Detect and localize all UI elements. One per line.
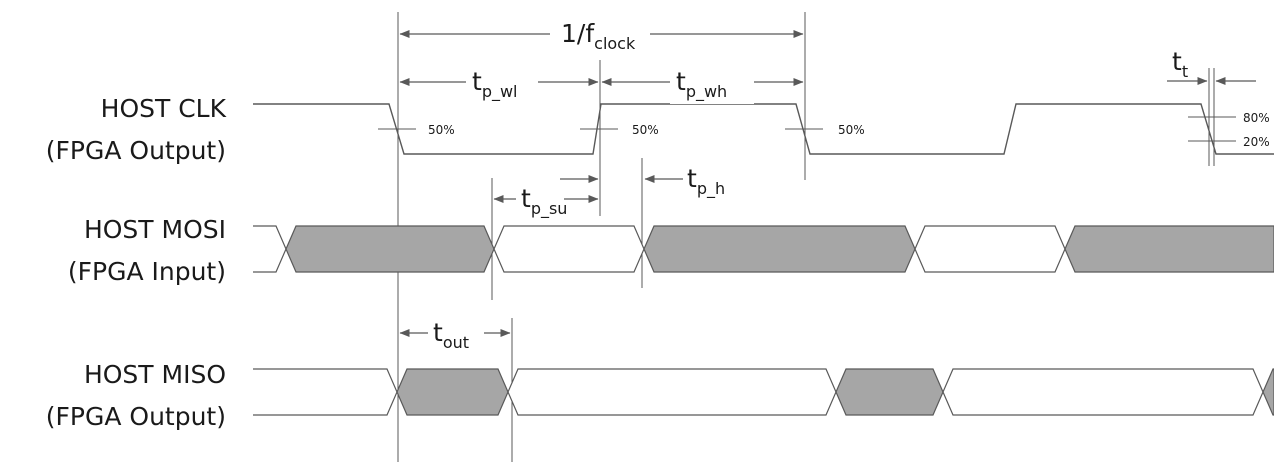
mosi-segment-1 xyxy=(285,225,495,273)
tp-h-sub: p_h xyxy=(697,179,725,199)
tout-sub: out xyxy=(443,333,469,352)
miso-segment-4 xyxy=(942,368,1264,416)
mosi-segment-2 xyxy=(493,225,645,273)
tp-h-label: tp_h xyxy=(687,164,725,199)
signal-label-clk: HOST CLK (FPGA Output) xyxy=(46,94,227,165)
tp-wh-main: t xyxy=(676,67,686,96)
miso-direction: (FPGA Output) xyxy=(46,402,226,431)
tp-wh-sub: p_wh xyxy=(686,82,727,102)
tt-label: tt xyxy=(1172,47,1188,81)
miso-name: HOST MISO xyxy=(84,360,226,389)
tp-wl-sub: p_wl xyxy=(482,82,518,102)
tp-wl-main: t xyxy=(472,67,482,96)
miso-segment-1 xyxy=(396,368,509,416)
miso-segment-3 xyxy=(835,368,944,416)
mosi-bus xyxy=(253,225,1274,273)
miso-bus xyxy=(253,368,1274,416)
mosi-direction: (FPGA Input) xyxy=(68,257,226,286)
tp-wl-label-bg xyxy=(466,64,538,104)
signal-label-miso: HOST MISO (FPGA Output) xyxy=(46,360,226,431)
tp-su-main: t xyxy=(521,184,531,213)
clk-50-label-3: 50% xyxy=(838,123,865,137)
tp-wl-label: tp_wl xyxy=(472,67,518,102)
period-main: 1/f xyxy=(561,19,595,48)
clk-name: HOST CLK xyxy=(101,94,227,123)
tp-wh-label-bg xyxy=(670,64,754,104)
mosi-segment-4 xyxy=(914,225,1066,273)
tp-h-main: t xyxy=(687,164,697,193)
tp-wh-label: tp_wh xyxy=(676,67,727,102)
tp-su-label: tp_su xyxy=(521,184,567,219)
clk-50-label-1: 50% xyxy=(428,123,455,137)
miso-segment-2 xyxy=(507,368,837,416)
period-label: 1/fclock xyxy=(561,19,636,53)
miso-bus-leadin xyxy=(253,368,398,416)
mosi-name: HOST MOSI xyxy=(84,215,226,244)
tp-su-sub: p_su xyxy=(531,199,568,219)
period-label-bg xyxy=(550,14,650,54)
clk-direction: (FPGA Output) xyxy=(46,136,226,165)
clk-50-label-2: 50% xyxy=(632,123,659,137)
miso-segment-5 xyxy=(1262,368,1274,416)
mosi-bus-leadin xyxy=(253,225,287,273)
tout-label-bg xyxy=(428,314,484,352)
mosi-segment-3 xyxy=(643,225,916,273)
clk-80-label: 80% xyxy=(1243,111,1270,125)
tout-main: t xyxy=(433,318,443,347)
tp-su-label-bg xyxy=(516,180,564,218)
tt-sub: t xyxy=(1182,62,1188,81)
clk-20-label: 20% xyxy=(1243,135,1270,149)
signal-label-mosi: HOST MOSI (FPGA Input) xyxy=(68,215,226,286)
mosi-segment-5 xyxy=(1064,225,1274,273)
tt-main: t xyxy=(1172,47,1182,76)
period-sub: clock xyxy=(594,34,636,53)
tout-label: tout xyxy=(433,318,469,352)
